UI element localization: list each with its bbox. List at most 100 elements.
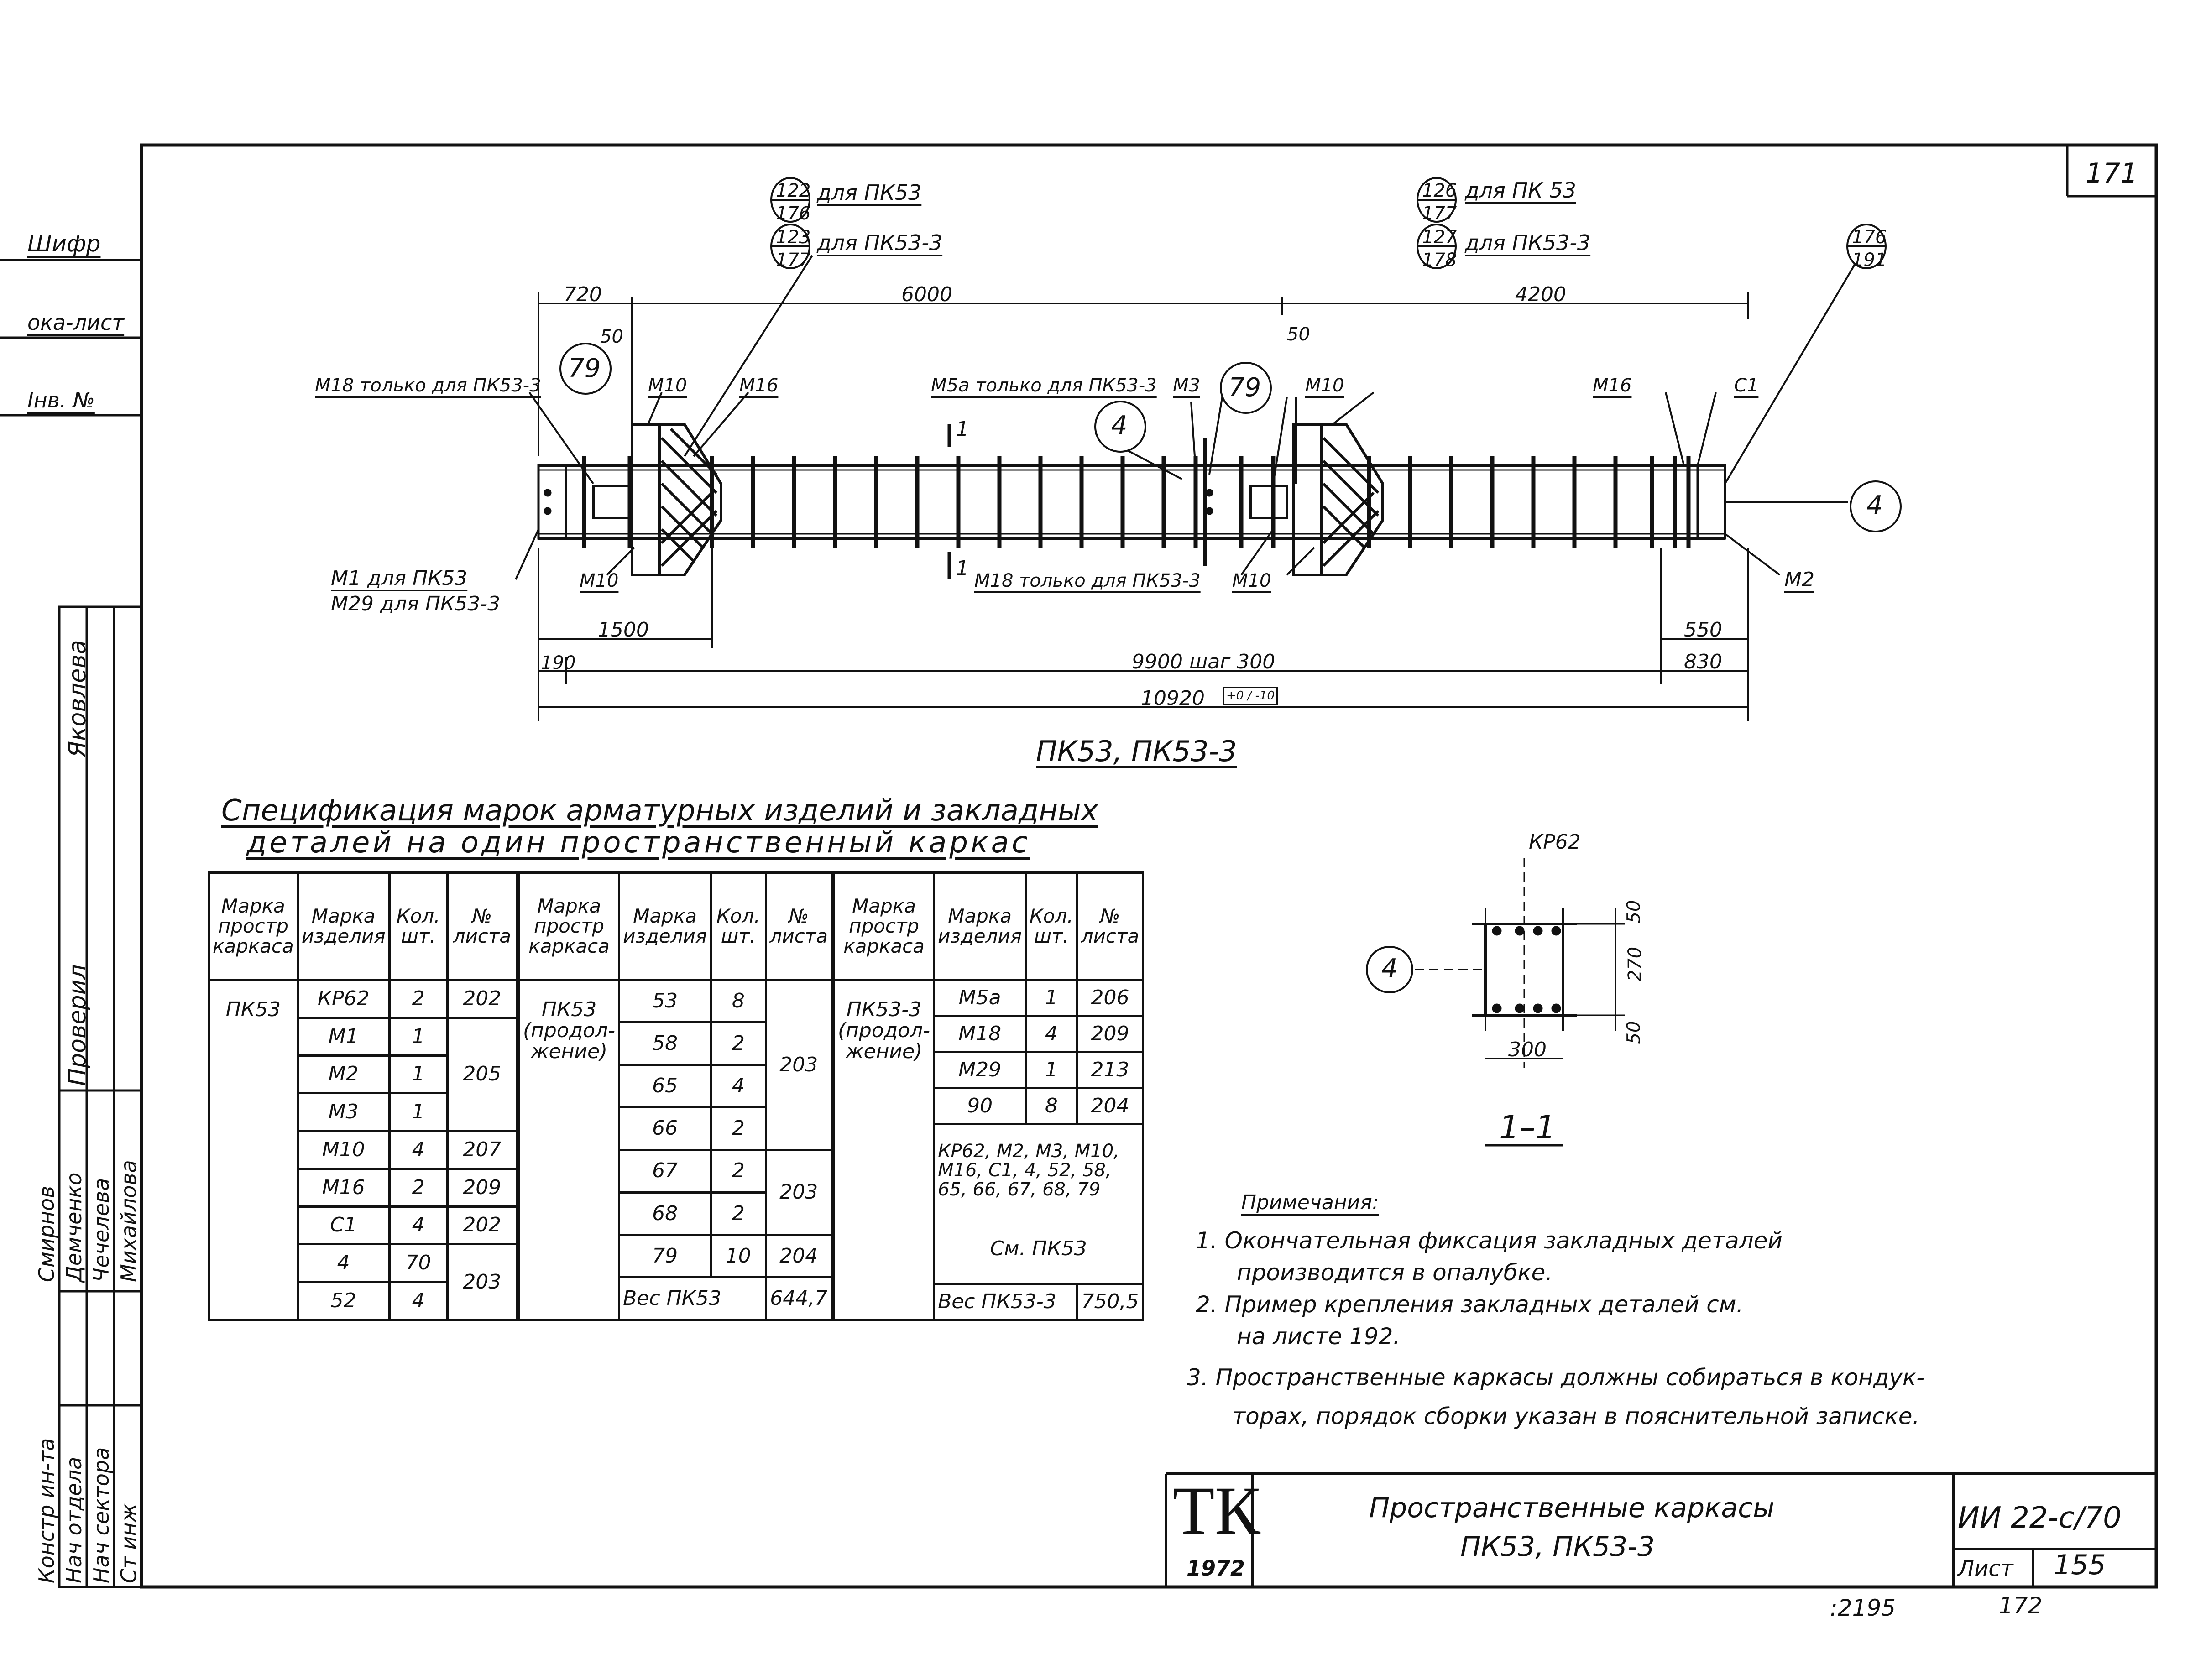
title-line2: ПК53, ПК53-3 [1460,1531,1655,1563]
section-dim-270: 270 [1625,946,1646,982]
title-code: ИИ 22-с/70 [1958,1501,2122,1535]
hdr-item-mark: Марка изделия [296,871,391,981]
table-cell: 10 [710,1233,767,1278]
spec-title-line2: деталей на один пространственный каркас [246,826,1030,860]
label-m10-bottom-right: М10 [1232,570,1271,591]
table-cell: 204 [764,1233,833,1278]
section-callout-4: 4 [1381,954,1398,983]
below-left-number: :2195 [1830,1595,1896,1621]
hdr-qty: Кол. шт. [388,871,449,981]
left-stamp-lines [0,259,143,1588]
table-row: 79 [618,1233,712,1278]
table-cell: 4 [1025,1015,1078,1053]
stamp-role-1: Констр ин-та [34,1438,59,1583]
table-cell: 8 [710,978,767,1024]
dim-720: 720 [564,283,602,306]
ref-b2: 127 [1422,227,1457,248]
title-year: 1972 [1187,1556,1245,1581]
hdr-sheet-no: № листа [1076,871,1145,981]
weight-pk53-3-label: Вес ПК53-3 [933,1283,1078,1321]
table-cell: 4 [388,1205,449,1246]
note-3a: 3. Пространственные каркасы должны собир… [1187,1364,1925,1391]
table-row: 58 [618,1021,712,1066]
table-cell: 1 [388,1092,449,1132]
table-cell: 1 [1025,979,1078,1017]
table-cell: 8 [1025,1087,1078,1125]
sheet-corner-number: 171 [2086,157,2138,189]
label-m1: М1 для ПК53 [331,567,468,590]
section-dim-50-top: 50 [1623,900,1645,923]
table-row: 67 [618,1148,712,1194]
table-row: 65 [618,1064,712,1109]
table-row: М3 [296,1092,391,1132]
hdr-item-mark: Марка изделия [933,871,1027,981]
stamp-name-1: Смирнов [34,1185,59,1282]
ref-b1: 126 [1422,180,1457,201]
table-row: 90 [933,1087,1027,1125]
dim-190: 190 [541,652,576,673]
table-cell: 203 [764,979,833,1151]
spec-table-1: Марка простр каркаса Марка изделия Кол. … [208,871,518,1321]
dim-9900: 9900 шаг 300 [1132,650,1276,673]
table-row: 68 [618,1191,712,1236]
table-row: М1 [296,1016,391,1057]
callout-4-right: 4 [1866,490,1883,520]
title-sheet-label: Лист [1958,1556,2013,1581]
label-m18-only-bottom: М18 только для ПК53-3 [974,570,1201,591]
reference-circles [559,177,1902,993]
hdr-sheet-no: № листа [446,871,518,981]
ref-c1: 176 [1852,227,1887,248]
callout-4-mid: 4 [1111,411,1128,440]
label-m18-only-top: М18 только для ПК53-3 [315,375,541,396]
ref-b1b: 177 [1422,203,1457,224]
table-row: М2 [296,1054,391,1095]
table-cell: 205 [446,1016,518,1132]
beam-drawing [537,423,1726,579]
table-cell: 203 [764,1148,833,1236]
table-row: 53 [618,978,712,1024]
ref-c1b: 191 [1852,250,1887,271]
ref-a1b: 176 [776,203,811,224]
table-row: М16 [296,1167,391,1208]
weight-pk53: 644,7 [764,1276,833,1321]
note-3b: торах, порядок сборки указан в пояснител… [1232,1403,1920,1430]
label-m16-top-left: М16 [739,375,779,396]
weight-pk53-3: 750,5 [1076,1283,1145,1321]
label-m2: М2 [1784,568,1814,591]
weight-pk53-label: Вес ПК53 [618,1276,767,1321]
dim-830: 830 [1684,650,1722,673]
label-m16-top-right: М16 [1593,375,1632,396]
ref-b1-text: для ПК 53 [1465,178,1576,203]
stamp-name-3: Чечелева [89,1178,114,1282]
stamp-checker-name: Яковлева [64,640,91,757]
callout-79-left: 79 [568,354,601,383]
spec-table-3: Марка простр каркаса Марка изделия Кол. … [832,871,1145,1321]
note-1b: производится в опалубке. [1237,1259,1553,1286]
tk-logo: ТК [1173,1473,1260,1549]
dim-50-right: 50 [1287,324,1310,345]
note-2a: 2. Пример крепления закладных деталей см… [1196,1291,1744,1318]
label-m10-top-left: М10 [648,375,687,396]
dim-4200: 4200 [1515,283,1566,306]
section-1-1 [1415,858,1625,1147]
table-cell: 1 [388,1016,449,1057]
table-cell: 1 [388,1054,449,1095]
table-cell: 1 [1025,1051,1078,1089]
stamp-cipher: Шифр [27,230,101,257]
dim-550: 550 [1684,618,1722,642]
table-cell: 204 [1076,1087,1145,1125]
table-cell: 2 [710,1021,767,1066]
note-1a: 1. Окончательная фиксация закладных дета… [1196,1227,1783,1254]
ref-a2: 123 [776,227,811,248]
spec-title-line1: Спецификация марок арматурных изделий и … [221,794,1098,828]
title-line1: Пространственные каркасы [1369,1492,1775,1524]
dim-50-left: 50 [600,326,623,347]
dimension-lines [515,255,1858,721]
ref-b2b: 178 [1422,250,1457,271]
frame-pk53-cont: ПК53 (продол-жение) [518,979,621,1321]
table-row: М5а [933,979,1027,1017]
table-cell: 209 [446,1167,518,1208]
stamp-name-4: Михайлова [116,1160,141,1282]
ref-b2-text: для ПК53-3 [1465,230,1591,255]
